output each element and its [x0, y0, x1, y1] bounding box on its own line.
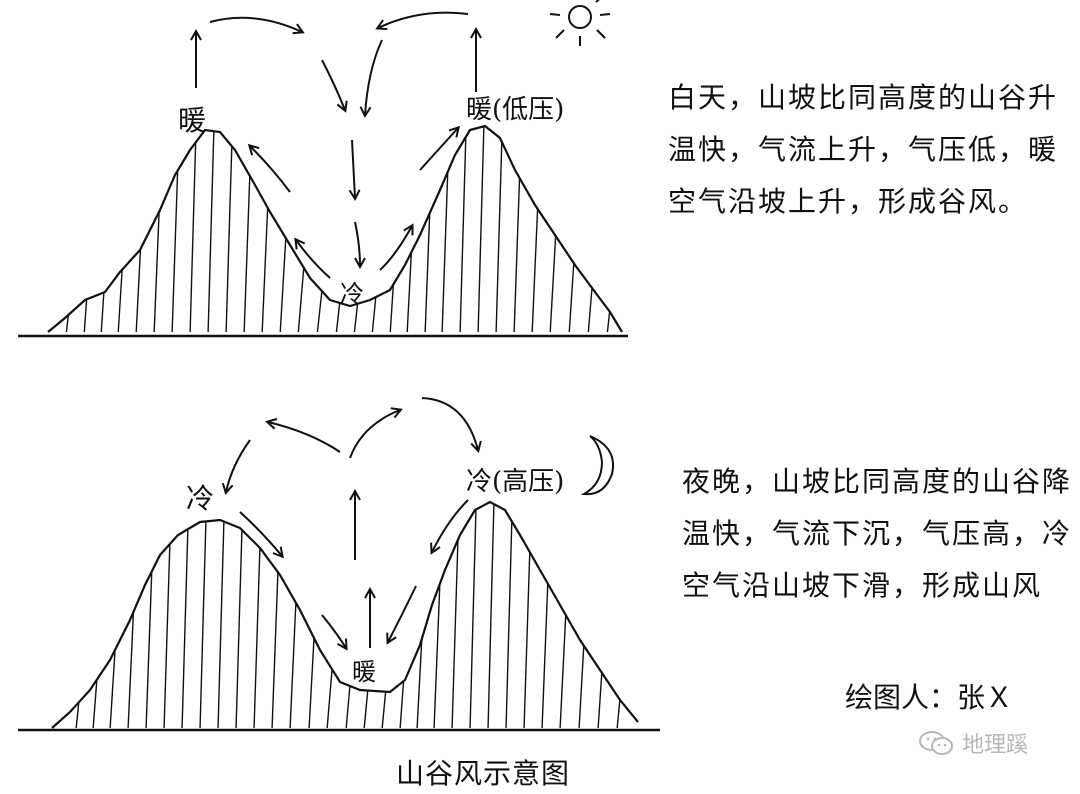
wechat-icon — [918, 729, 954, 757]
diagram-caption: 山谷风示意图 — [396, 752, 570, 792]
daytime-panel: 暖 暖(低压) 冷 — [18, 0, 628, 336]
label-left-peak: 冷 — [186, 482, 214, 515]
label-valley: 暖 — [352, 658, 376, 686]
night-description: 夜晚，山坡比同高度的山谷降温快，气流下沉，气压高，冷空气沿山坡下滑，形成山风 — [682, 456, 1072, 612]
label-left-peak: 暖 — [178, 104, 206, 137]
airflow-arrows — [196, 13, 476, 278]
mountain-profile — [52, 502, 638, 728]
sun-icon — [550, 0, 610, 46]
watermark: 地理蹊 — [918, 727, 1028, 759]
hatching — [66, 122, 610, 336]
daytime-description: 白天，山坡比同高度的山谷升温快，气流上升，气压低，暖空气沿坡上升，形成谷风。 — [668, 72, 1068, 228]
airflow-arrows — [226, 398, 478, 648]
author-credit: 绘图人：张Ｘ — [845, 676, 1013, 716]
night-panel: 冷 冷(高压) 暖 — [18, 398, 660, 730]
hatching — [76, 500, 620, 730]
moon-icon — [584, 436, 613, 494]
mountain-profile — [48, 126, 622, 332]
label-right-peak: 暖(低压) — [466, 95, 564, 125]
label-valley: 冷 — [340, 280, 364, 308]
label-right-peak: 冷(高压) — [466, 467, 564, 497]
watermark-text: 地理蹊 — [962, 727, 1028, 759]
